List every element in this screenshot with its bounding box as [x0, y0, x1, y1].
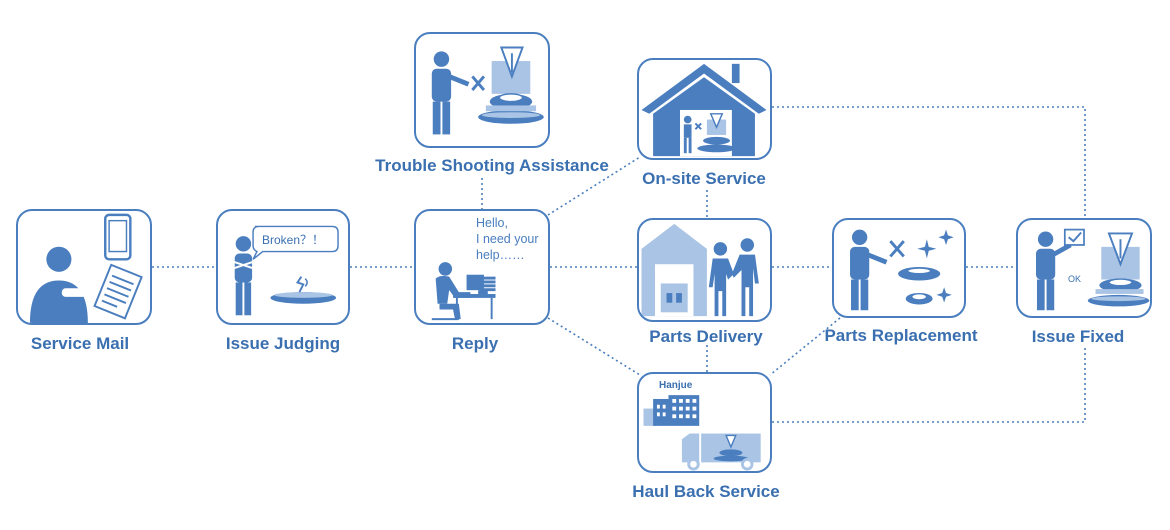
house-technician-icon [641, 63, 767, 157]
reply-message: Hello, I need your help…… [476, 216, 539, 262]
node-reply[interactable]: Hello, I need your help…… [414, 209, 550, 325]
factory-truck-icon [643, 395, 761, 471]
connector-onsite-fixed [772, 106, 1086, 218]
node-label: Issue Judging [225, 334, 341, 353]
node-label: Parts Replacement [824, 326, 978, 345]
node-parts-replacement[interactable] [832, 218, 966, 318]
person-at-computer-icon [431, 262, 496, 321]
node-label: Haul Back Service [632, 482, 780, 501]
technician-parts-sparkle-icon [850, 229, 954, 311]
node-parts-delivery[interactable] [637, 218, 772, 322]
node-trouble-shooting[interactable] [414, 32, 550, 148]
speech-bubble-text: Broken？！ [262, 233, 325, 247]
connector-replacement-haulback [769, 317, 841, 376]
technician-machine-icon [431, 46, 544, 135]
node-label: Service Mail [30, 334, 130, 353]
person-checkmark-machine-icon [1036, 228, 1150, 311]
node-issue-fixed[interactable]: OK [1016, 218, 1152, 318]
status-ok-text: OK [1068, 274, 1082, 284]
node-service-mail[interactable] [16, 209, 152, 325]
node-label: On-site Service [642, 169, 766, 188]
node-label: Reply [451, 334, 499, 353]
connector-reply-haulback [547, 317, 641, 376]
person-phone-document-icon [29, 213, 143, 323]
connector-reply-onsite [547, 156, 641, 216]
connector-haulback-fixed [772, 345, 1086, 423]
node-label: Trouble Shooting Assistance [375, 156, 609, 175]
node-on-site[interactable] [637, 58, 772, 160]
node-haul-back[interactable]: Hanjue [637, 372, 772, 473]
warehouse-handshake-icon [641, 223, 759, 317]
node-label: Issue Fixed [1031, 327, 1125, 346]
person-broken-machine-icon [231, 225, 339, 316]
node-label: Parts Delivery [649, 327, 763, 346]
company-name: Hanjue [659, 380, 693, 391]
node-issue-judging[interactable]: Broken？！ [216, 209, 350, 325]
